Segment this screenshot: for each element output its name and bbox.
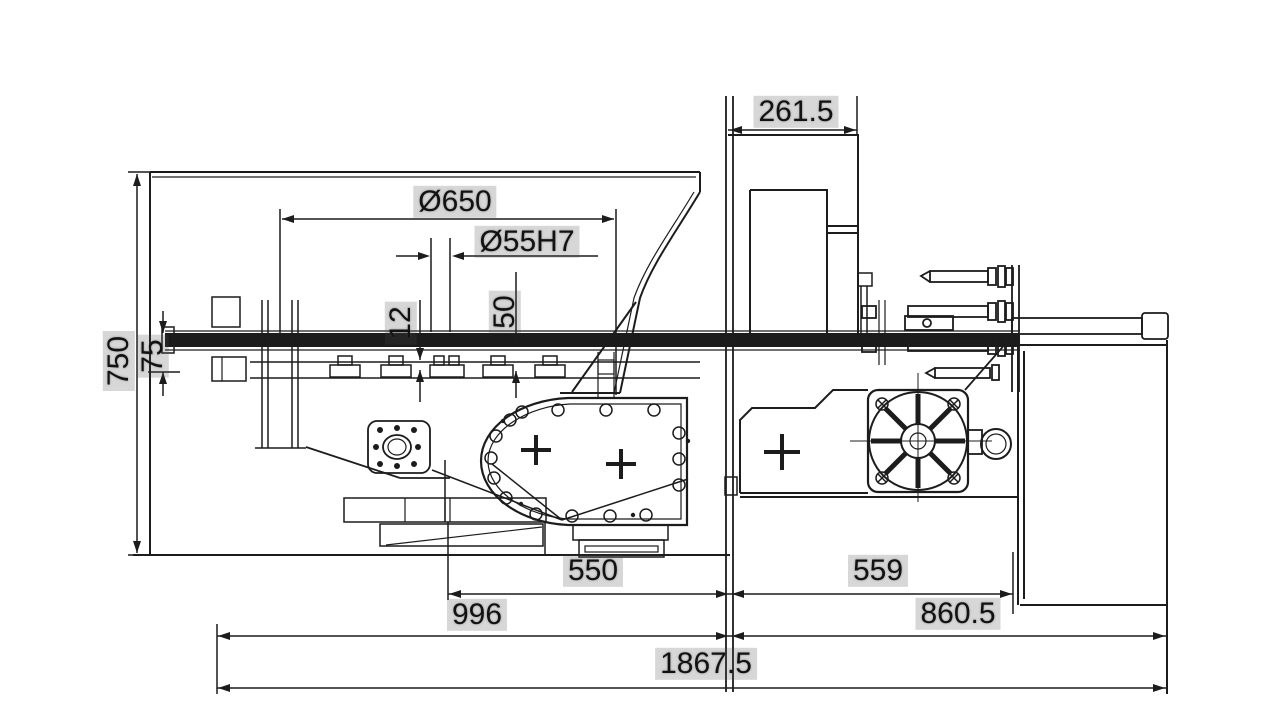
dim-label-front-base-span: 996 xyxy=(446,598,508,632)
table-surface xyxy=(250,361,700,379)
handwheel xyxy=(850,373,1012,502)
dim-label-column-offset: 75 xyxy=(136,334,170,378)
top-block xyxy=(728,134,859,333)
dim-label-table-span: 550 xyxy=(562,554,624,588)
left-housing-outline xyxy=(133,171,730,556)
spindle-shaft xyxy=(430,238,451,332)
handle-knob xyxy=(980,428,1012,460)
left-bracket-lower xyxy=(211,356,247,382)
dim-label-wheel-diameter: Ø650 xyxy=(413,185,497,219)
dim-label-spindle-bore: Ø55H7 xyxy=(474,225,580,259)
dim-label-top-block-width: 261.5 xyxy=(753,95,839,129)
datum-line xyxy=(724,96,738,692)
base-rail-lower xyxy=(379,523,544,547)
drive-assembly xyxy=(255,300,689,555)
dim-label-carriage-span: 559 xyxy=(847,554,909,588)
center-mark xyxy=(764,434,800,470)
dim-label-overall-length: 1867.5 xyxy=(655,647,757,681)
machine-body xyxy=(133,134,1020,556)
dimension-lines xyxy=(128,96,1166,694)
dim-label-center-height: 50 xyxy=(488,290,522,334)
knob-bracket xyxy=(967,429,983,455)
right-base xyxy=(1017,340,1168,694)
dimension-arrows xyxy=(133,126,1165,692)
dim-label-overall-height: 750 xyxy=(102,330,136,392)
motor-flange xyxy=(367,420,431,474)
table-t-slots xyxy=(329,355,566,378)
left-bracket-upper xyxy=(211,296,241,328)
control-rods xyxy=(861,265,1169,392)
dim-label-slot-width: 12 xyxy=(384,301,418,345)
corner-bolts xyxy=(875,397,961,485)
long-lever-rod xyxy=(1011,317,1143,335)
center-marks xyxy=(521,435,636,479)
saddle-body xyxy=(739,389,1018,498)
belt-lines xyxy=(431,460,689,522)
gear-cover xyxy=(479,396,691,558)
spindle-band xyxy=(165,333,1020,347)
curved-guard xyxy=(619,191,701,394)
dim-label-rear-base-span: 860.5 xyxy=(915,597,1001,631)
